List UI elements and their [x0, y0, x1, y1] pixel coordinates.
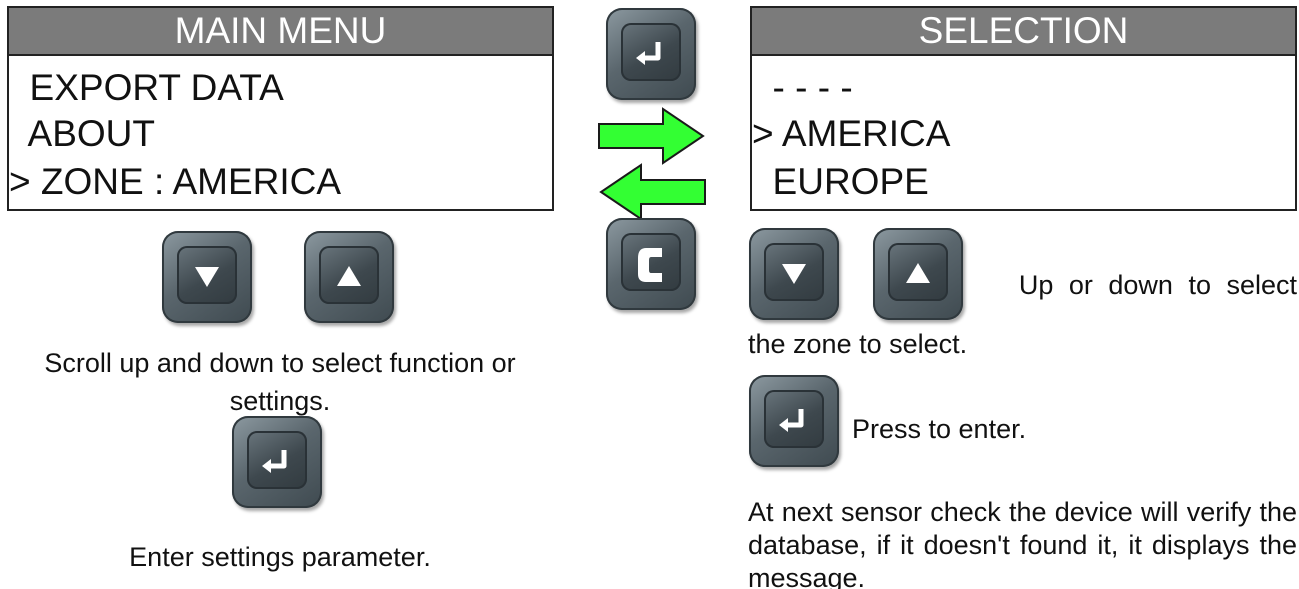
enter-key-icon[interactable]: [749, 375, 839, 467]
enter-key-icon[interactable]: [606, 8, 696, 100]
updown-caption-line2: the zone to select.: [748, 329, 968, 359]
up-key-icon[interactable]: [873, 228, 963, 320]
updown-caption-line1: Up or down to select: [1018, 270, 1297, 300]
menu-item-zone[interactable]: > ZONE : AMERICA: [9, 161, 342, 202]
enter-settings-caption: Enter settings parameter.: [129, 542, 431, 572]
verify-caption: At next sensor check the device will ver…: [748, 497, 1297, 589]
c-key-icon[interactable]: [606, 218, 696, 310]
main-menu-screen: MAIN MENU EXPORT DATA ABOUT > ZONE : AME…: [7, 6, 554, 211]
up-key-icon[interactable]: [304, 231, 394, 323]
green-arrow-right-icon: [598, 107, 705, 165]
menu-item-about[interactable]: ABOUT: [9, 113, 155, 154]
scroll-caption: Scroll up and down to select function or…: [44, 348, 516, 416]
enter-key-icon[interactable]: [232, 416, 322, 508]
green-arrow-left-icon: [599, 163, 706, 221]
selection-screen: SELECTION - - - - > AMERICA EUROPE: [750, 6, 1297, 211]
main-menu-title: MAIN MENU: [9, 8, 552, 56]
selection-item-none[interactable]: - - - -: [752, 67, 853, 108]
press-enter-caption: Press to enter.: [852, 414, 1027, 444]
selection-item-europe[interactable]: EUROPE: [752, 161, 929, 202]
selection-item-america[interactable]: > AMERICA: [752, 113, 951, 154]
down-key-icon[interactable]: [162, 231, 252, 323]
menu-item-export-data[interactable]: EXPORT DATA: [9, 67, 284, 108]
down-key-icon[interactable]: [749, 228, 839, 320]
selection-title: SELECTION: [752, 8, 1295, 56]
